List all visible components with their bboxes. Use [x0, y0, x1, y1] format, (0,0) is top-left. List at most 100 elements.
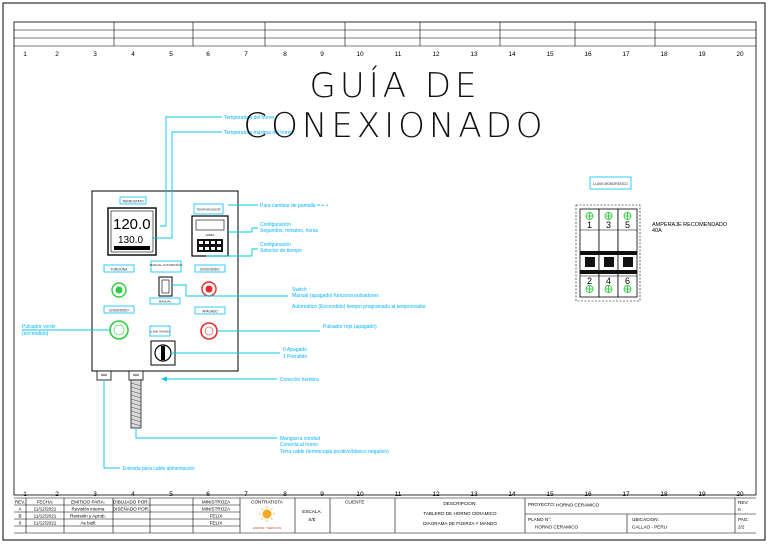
column-number-bottom-13: 13 — [470, 491, 478, 498]
tb-row-1-cell-2: Revisión y Aprob. — [70, 514, 106, 519]
ann-supply: Entrada para cable alimentación — [123, 466, 195, 472]
ann-green-button-b: (encendido) — [22, 331, 49, 337]
column-number-top-3: 3 — [93, 51, 97, 58]
tb-row-1-cell-4: FELIX — [210, 514, 223, 519]
tb-page-value: 2/2 — [738, 525, 745, 530]
column-number-top-9: 9 — [320, 51, 324, 58]
column-number-bottom-19: 19 — [698, 491, 706, 498]
column-number-bottom-10: 10 — [356, 491, 364, 498]
amp-value: 40A — [652, 228, 662, 234]
column-number-top-2: 2 — [55, 51, 59, 58]
ann-conduit-b: Conecta al horno — [280, 442, 318, 448]
tb-designed-header: MINISTROZA — [202, 500, 231, 505]
temperature-controller: TERMOSTATO 120.0 130.0 — [107, 196, 157, 256]
ann-oven-temp: Temperatura del horno — [224, 115, 275, 121]
selector-tag: MANUAL AUTOMATICO — [150, 263, 183, 267]
ann-glands: Conector hembra — [280, 377, 319, 383]
controller-main-display: 120.0 — [113, 216, 151, 233]
column-number-bottom-17: 17 — [622, 491, 630, 498]
tb-row-0-cell-4: MINISTROZA — [202, 507, 231, 512]
leader-lines — [22, 116, 320, 469]
tb-description-line2: DIAGRAMA DE FUERZA Y MANDO — [423, 521, 497, 526]
column-number-top-12: 12 — [432, 51, 440, 58]
terminal-6: 6 — [625, 276, 630, 286]
column-number-top-4: 4 — [131, 51, 135, 58]
tb-sheet-rev-value: 0 — [738, 507, 741, 512]
ann-switch-b: Manual (apagado) funciona pulsadores — [292, 293, 379, 299]
column-number-top-18: 18 — [660, 51, 668, 58]
ann-key-a: 0 Apagado — [283, 347, 307, 353]
column-number-top-11: 11 — [395, 51, 402, 58]
column-number-bottom-3: 3 — [93, 491, 97, 498]
tb-row-2-cell-0: 0 — [19, 521, 22, 526]
tb-contractor-header: CONTRATISTA — [251, 500, 284, 505]
tb-project-label: PROYECTO: — [528, 502, 555, 507]
ann-config-1b: Segundos, minutos, horas — [260, 228, 319, 234]
ann-switch-c: Automático (Encendido) tiempo programado… — [292, 304, 426, 310]
column-number-top-1: 1 — [23, 51, 27, 58]
column-number-bottom-15: 15 — [546, 491, 554, 498]
on-lamp-tag: FUNCIONA — [111, 268, 129, 272]
tb-description-label: DESCRIPCION: — [443, 501, 476, 506]
tb-client-label: CLIENTE — [345, 500, 364, 505]
column-number-bottom-7: 7 — [244, 491, 248, 498]
column-number-top-16: 16 — [584, 51, 592, 58]
drawing-frame — [13, 21, 757, 496]
ann-config-2a: Configuración — [260, 242, 291, 248]
title-block — [14, 497, 756, 534]
switch-tag: MANUAL — [159, 300, 172, 304]
indicator-row: FUNCIONA MANUAL AUTOMATICO MANUAL ENCEND… — [103, 260, 226, 305]
ann-green-button-a: Pulsador verde — [22, 324, 56, 330]
cable-glands — [96, 370, 144, 381]
ann-config-2b: Selector de tiempo — [260, 248, 302, 254]
green-push-button — [109, 320, 129, 340]
ann-config-1a: Configuración — [260, 222, 291, 228]
tb-row-0-cell-1: 11/12/2021 — [34, 507, 57, 512]
tb-scale-label: ESCALA: — [302, 509, 321, 514]
tb-description-line1: TABLERO DE HORNO CERAMICO — [423, 511, 497, 516]
tb-row-1-cell-1: 11/12/2021 — [34, 514, 57, 519]
terminal-3: 3 — [606, 220, 611, 230]
sun-logo-icon: HORNOS Y SERVICIOS — [253, 506, 282, 530]
tb-row-2-cell-2: As built — [80, 521, 96, 526]
tb-sheet-rev-label: REV: — [738, 500, 749, 505]
column-number-top-5: 5 — [169, 51, 173, 58]
column-number-top-7: 7 — [244, 51, 248, 58]
on-button-tag: ENCENDIDO — [109, 309, 129, 313]
key-selector: LLAVE MANDO — [149, 325, 176, 366]
column-number-bottom-14: 14 — [508, 491, 516, 498]
column-number-top-14: 14 — [508, 51, 516, 58]
column-number-top-6: 6 — [206, 51, 210, 58]
ann-conduit-c: Tetra cable (termocupla positivo/blanco … — [280, 449, 389, 455]
column-number-top-10: 10 — [356, 51, 364, 58]
column-number-top-15: 15 — [546, 51, 554, 58]
column-number-bottom-12: 12 — [432, 491, 440, 498]
red-push-button — [200, 322, 218, 340]
column-number-bottom-11: 11 — [395, 491, 402, 498]
column-number-bottom-6: 6 — [206, 491, 210, 498]
controller-tag: TERMOSTATO — [122, 200, 144, 204]
page-title: GUÍA DE CONEXIONADO — [243, 66, 547, 146]
tb-row-2-cell-1: 11/12/2021 — [34, 521, 57, 526]
tb-date-header: FECHA: — [37, 500, 54, 505]
tb-row-0-cell-0: A — [18, 507, 22, 512]
tb-plano-value: HORNO CERAMICO — [535, 525, 579, 530]
column-number-bottom-16: 16 — [584, 491, 592, 498]
column-number-bottom-5: 5 — [169, 491, 173, 498]
column-number-top-13: 13 — [470, 51, 478, 58]
column-number-bottom-8: 8 — [283, 491, 287, 498]
ann-switch-a: Switch — [292, 287, 307, 293]
conduit — [130, 379, 142, 429]
tb-drawn-header: DIBUJADO POR: — [113, 500, 149, 505]
tb-row-0-cell-2: Revisión interna — [72, 507, 105, 512]
column-number-bottom-1: 1 — [23, 491, 27, 498]
tb-row-2-cell-4: FELIX — [210, 521, 223, 526]
ann-max-temp: Temperatura máxima del horno — [224, 130, 293, 136]
tb-row-1-cell-0: B — [18, 514, 21, 519]
tb-issued-header: EMITIDO PARA: — [71, 500, 105, 505]
tb-scale-value: S/E — [308, 517, 315, 522]
column-number-top-19: 19 — [698, 51, 706, 58]
column-number-bottom-18: 18 — [660, 491, 668, 498]
